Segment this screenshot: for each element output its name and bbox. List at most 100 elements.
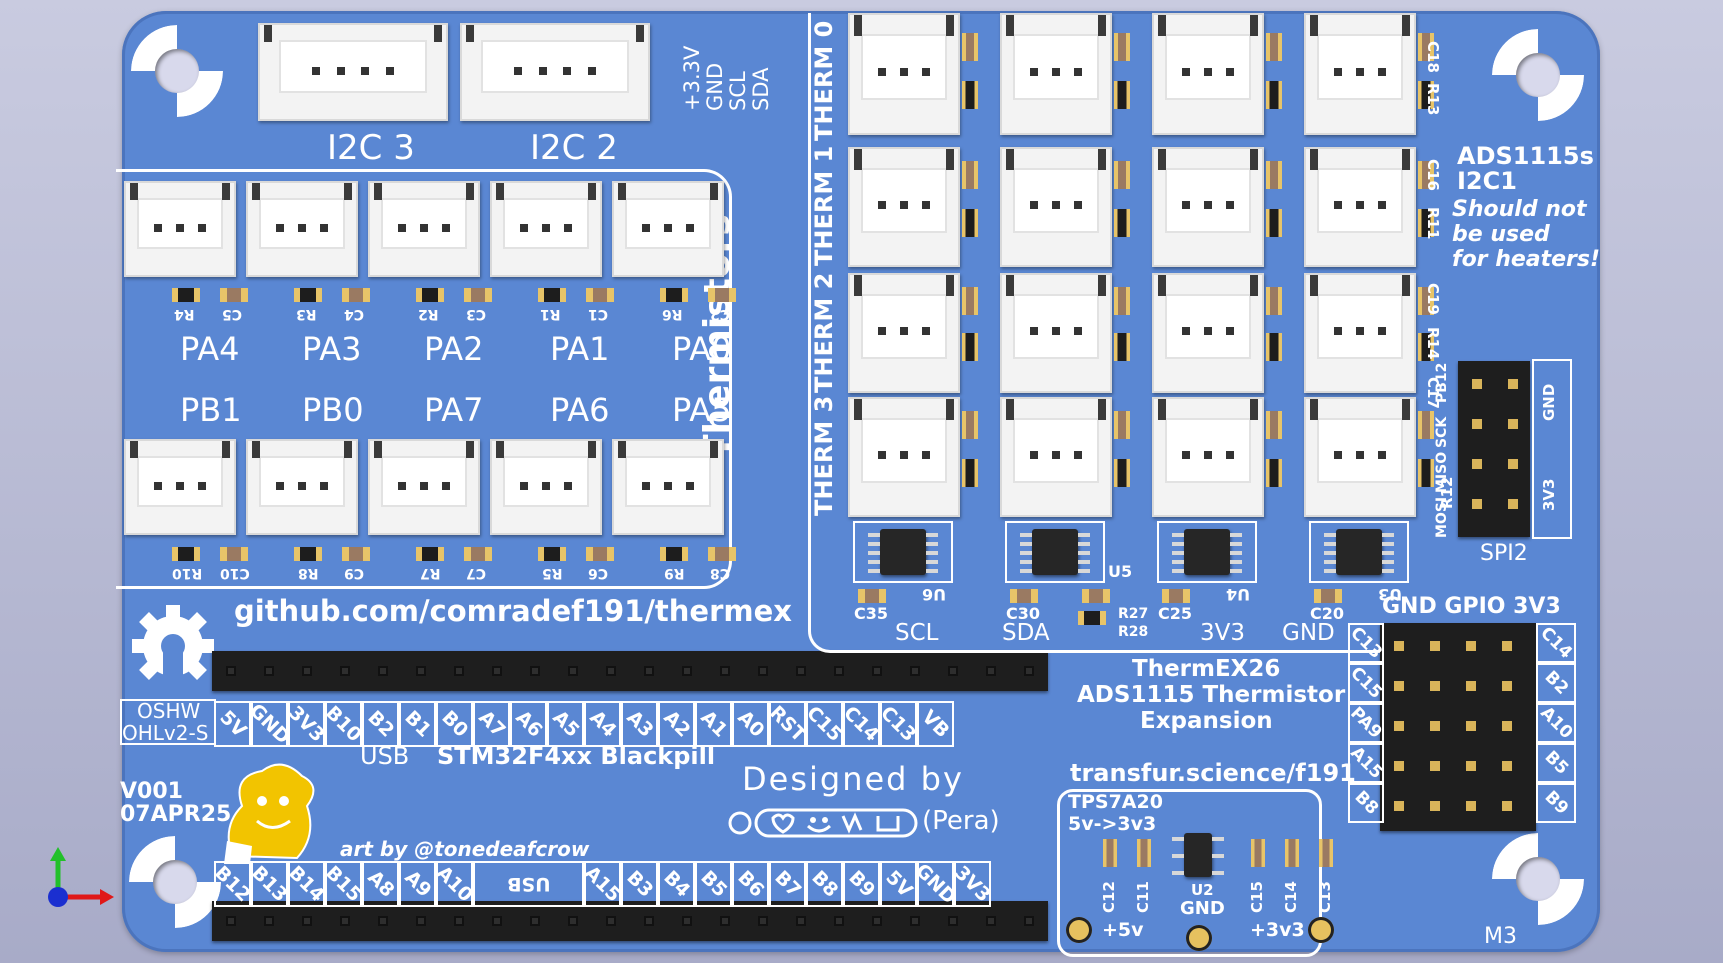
header-pin	[682, 916, 692, 926]
header-pin	[834, 666, 844, 676]
ic-leg	[1172, 560, 1184, 564]
header-pin	[1466, 641, 1476, 651]
i2c3-label: I2C 3	[327, 128, 415, 168]
connector-pin	[1204, 327, 1212, 336]
connector-pin	[878, 327, 887, 336]
ic-leg	[1382, 533, 1394, 537]
oshw-license: OHLv2-S	[122, 721, 209, 745]
connector-pin	[520, 224, 529, 233]
connector-latch	[1402, 399, 1410, 420]
ic-leg	[1172, 837, 1184, 841]
connector-pin	[1356, 451, 1364, 460]
axis-gizmo-icon	[40, 845, 120, 925]
ic-leg	[1230, 533, 1242, 537]
ic-leg	[868, 551, 880, 555]
connector-pin	[520, 482, 529, 491]
ic-leg	[1230, 542, 1242, 546]
ic-leg	[1324, 569, 1336, 573]
oshw-gear-icon	[128, 601, 218, 691]
header-pin	[1502, 681, 1512, 691]
connector-pin	[1030, 201, 1039, 210]
header-pin	[796, 666, 806, 676]
blackpill-top-header	[212, 651, 1048, 691]
i2c2-connector	[460, 23, 650, 121]
connector-pin	[900, 327, 908, 336]
connector-pin	[1377, 451, 1386, 460]
i2c2-label: I2C 2	[530, 128, 618, 168]
connector-pin	[1052, 327, 1060, 336]
header-pin	[530, 666, 540, 676]
header-pin	[416, 666, 426, 676]
header-pin	[530, 916, 540, 926]
connector-pin	[1182, 68, 1191, 77]
connector-pin	[563, 224, 572, 233]
ic-leg	[1172, 542, 1184, 546]
connector-latch	[618, 183, 626, 200]
connector-latch	[854, 15, 862, 37]
product-desc-line3: Expansion	[1140, 708, 1273, 734]
header-pin	[492, 666, 502, 676]
header-pin	[1472, 379, 1482, 389]
connector-latch	[854, 149, 862, 170]
header-pin	[1466, 761, 1476, 771]
test-pad-5v[interactable]	[1066, 917, 1092, 943]
connector-pin	[1030, 68, 1039, 77]
regulator-region-outline	[1057, 789, 1322, 957]
ic-leg	[1078, 542, 1090, 546]
header-pin	[720, 916, 730, 926]
usb-arrow-label: USB	[360, 742, 410, 770]
ic-leg	[1382, 569, 1394, 573]
ic-leg	[1324, 533, 1336, 537]
connector-pin	[1182, 451, 1191, 460]
header-pin	[1466, 801, 1476, 811]
therm-label: THERM 1	[810, 145, 838, 266]
connector-latch	[496, 441, 504, 458]
connector-latch	[1006, 399, 1014, 420]
ic-leg	[1324, 551, 1336, 555]
channel-label: PA0	[672, 330, 732, 368]
connector-latch	[1310, 275, 1318, 296]
version-label: V001	[120, 779, 183, 804]
connector-latch	[1006, 149, 1014, 170]
header-pin	[1472, 419, 1482, 429]
connector-pin	[921, 68, 930, 77]
connector-pin	[1204, 201, 1212, 210]
connector-pin	[1377, 68, 1386, 77]
thermistor-connector-pa7	[368, 439, 480, 535]
header-pin	[1394, 801, 1404, 811]
channel-label: PB1	[180, 391, 242, 429]
ic-leg	[926, 533, 938, 537]
header-pin	[568, 666, 578, 676]
connector-latch	[1250, 15, 1258, 37]
github-link: github.com/comradef191/thermex	[234, 594, 792, 628]
connector-latch	[1402, 275, 1410, 296]
connector-latch	[1158, 149, 1166, 170]
connector-latch	[854, 275, 862, 296]
connector-latch	[1098, 275, 1106, 296]
connector-pin	[1334, 327, 1343, 336]
header-pin	[1430, 721, 1440, 731]
designed-by-label: Designed by	[742, 760, 964, 798]
header-pin	[1430, 761, 1440, 771]
connector-pin	[1073, 451, 1082, 460]
connector-pin	[1052, 451, 1060, 460]
connector-latch	[222, 183, 230, 200]
connector-pin	[1073, 201, 1082, 210]
header-pin	[378, 916, 388, 926]
test-pad-3v3[interactable]	[1308, 917, 1334, 943]
header-pin	[340, 916, 350, 926]
channel-label: PA4	[180, 330, 240, 368]
connector-pin	[921, 327, 930, 336]
header-pin	[1508, 499, 1518, 509]
channel-label: PA2	[424, 330, 484, 368]
test-pad-gnd[interactable]	[1186, 925, 1212, 951]
connector-latch	[946, 275, 954, 296]
ic-leg	[1020, 542, 1032, 546]
product-name: ThermEX26	[1132, 656, 1281, 682]
connector-pin	[1052, 68, 1060, 77]
header-pin	[948, 666, 958, 676]
connector-pin	[1052, 201, 1060, 210]
ic-leg	[1324, 560, 1336, 564]
header-pin	[1394, 761, 1404, 771]
ic-leg	[1078, 560, 1090, 564]
